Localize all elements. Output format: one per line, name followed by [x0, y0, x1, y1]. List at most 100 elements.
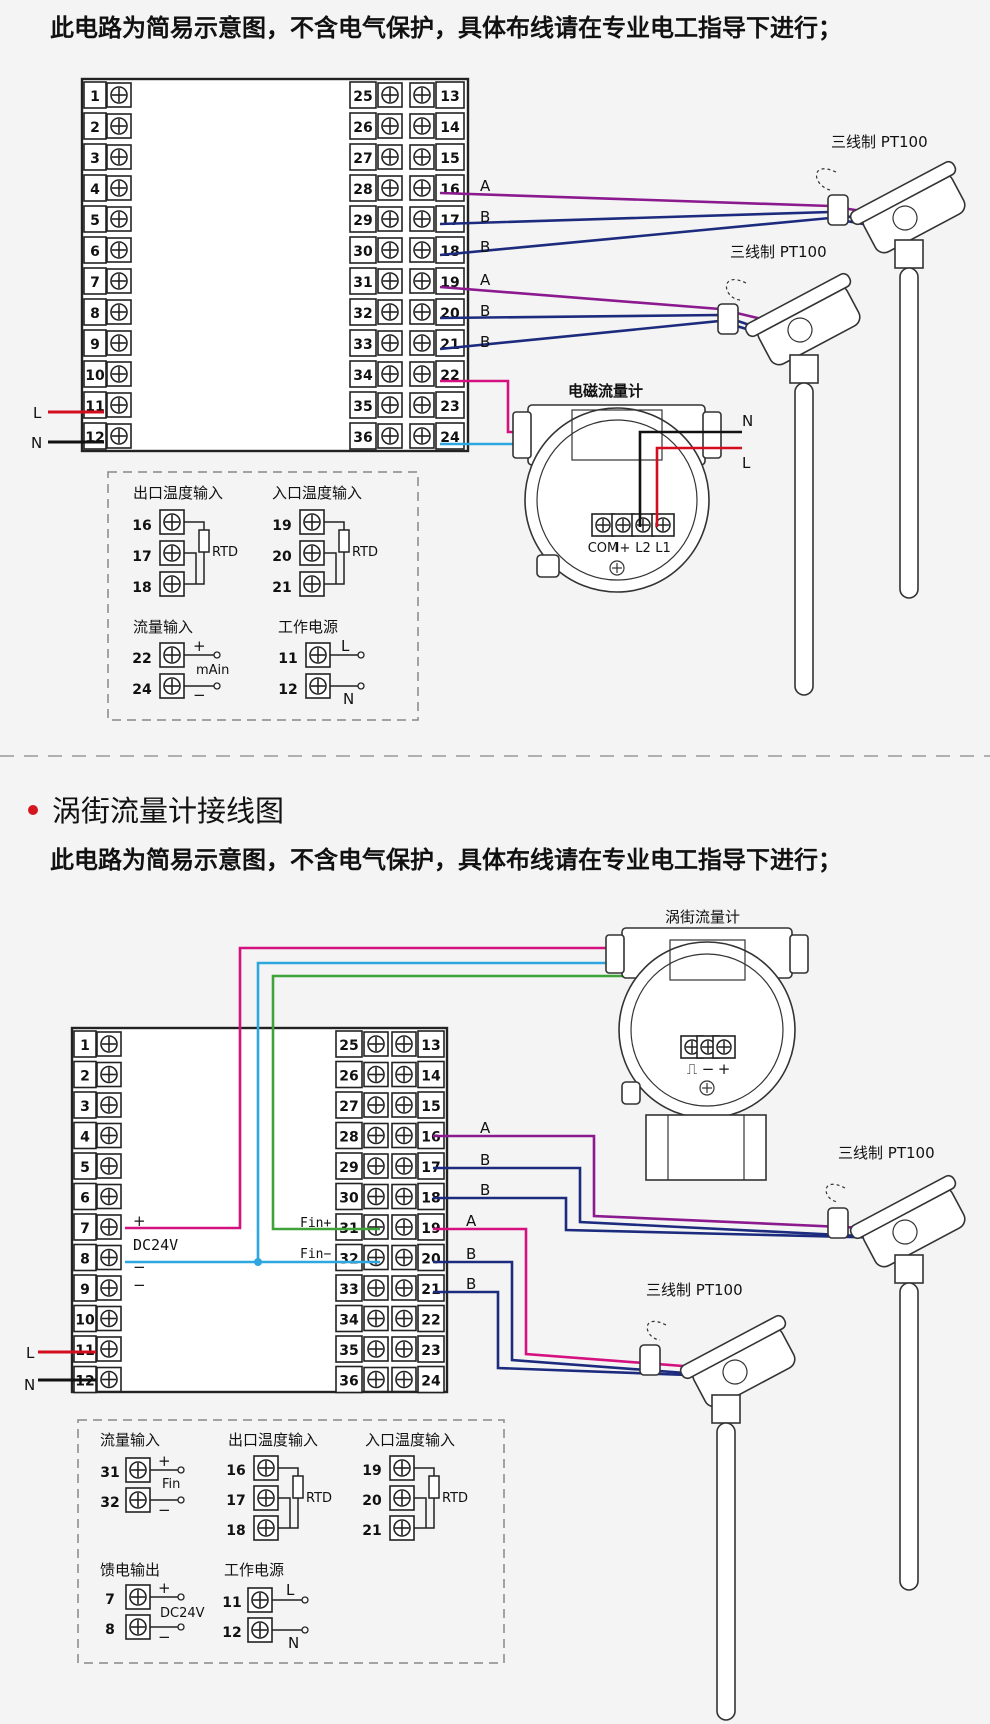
- vortex-terminal-label: ⎍: [687, 1060, 698, 1078]
- legend-terminal-number: 21: [272, 580, 291, 596]
- screw-terminal-icon: [377, 113, 403, 139]
- screw-terminal-icon: [409, 175, 435, 201]
- screw-terminal-icon: [391, 1366, 417, 1393]
- terminal-number-cell: [83, 143, 107, 171]
- pt100-cable-gland-1: [827, 194, 849, 226]
- vortex-terminal-label: −: [702, 1060, 715, 1078]
- pt100-neck-4: [711, 1394, 741, 1424]
- terminal-number: 20: [440, 306, 460, 322]
- screw-terminal-icon: [377, 237, 403, 263]
- terminal-number-cell: [417, 1030, 445, 1058]
- screw-terminal-icon: [391, 1336, 417, 1362]
- controller-body-2: [70, 1026, 449, 1394]
- vortex-title: 涡街流量计: [665, 908, 740, 926]
- screw-terminal-icon: [377, 392, 403, 418]
- flowmeter-terminal-icon: [611, 513, 635, 537]
- screw-terminal-icon: [377, 206, 403, 232]
- label-N-2: N: [24, 1376, 35, 1394]
- rtd-resistor-icon: [292, 1475, 304, 1499]
- screw-terminal-icon: [363, 1092, 389, 1118]
- wire-label-B-4: B: [480, 333, 490, 351]
- flowmeter-N-label: N: [742, 412, 753, 430]
- legend-terminal-number: 31: [100, 1465, 119, 1481]
- terminal-number-cell: [83, 267, 107, 295]
- terminal-number: 17: [440, 213, 459, 229]
- terminal-number: 12: [85, 430, 104, 446]
- terminal-number: 35: [339, 1343, 358, 1359]
- rtd-label: RTD: [352, 545, 378, 560]
- screw-terminal-icon: [96, 1092, 122, 1118]
- legend-terminal-number: 11: [222, 1595, 241, 1611]
- vortex-flowmeter: ⎍−+: [605, 927, 809, 1181]
- legend-out-temp-title: 出口温度输入: [133, 484, 223, 502]
- terminal-number-cell: [335, 1030, 363, 1058]
- terminal-number-cell: [335, 1213, 363, 1241]
- screw-terminal-icon: [409, 299, 435, 325]
- terminal-number: 29: [339, 1160, 358, 1176]
- terminal-number: 10: [75, 1313, 95, 1329]
- screw-terminal-icon: [363, 1153, 389, 1179]
- pt100-sensor-2: [744, 272, 861, 366]
- terminal-number-cell: [335, 1152, 363, 1180]
- terminal-number-cell: [83, 81, 107, 109]
- terminal-number-cell: [73, 1091, 97, 1119]
- terminal-number: 1: [90, 89, 100, 105]
- safety-note-2: 此电路为简易示意图，不含电气保护，具体布线请在专业电工指导下进行；: [50, 846, 842, 874]
- legend-terminal-number: 12: [278, 682, 297, 698]
- pt100-cable-gland-2: [717, 303, 739, 335]
- screw-terminal-icon: [389, 1455, 415, 1481]
- legend-N: N: [343, 690, 354, 708]
- terminal-number: 7: [80, 1221, 90, 1237]
- terminal-number-cell: [335, 1243, 363, 1272]
- terminal-number: 32: [339, 1252, 358, 1268]
- terminal-number-cell: [335, 1274, 363, 1302]
- screw-terminal-icon: [363, 1214, 389, 1240]
- wire2-label-B-3: B: [466, 1245, 476, 1263]
- screw-terminal-icon: [363, 1183, 389, 1210]
- terminal-number: 30: [339, 1191, 359, 1207]
- terminal-number-cell: [435, 81, 465, 109]
- legend-main-label: mAin: [196, 663, 229, 678]
- screw-terminal-icon: [96, 1244, 122, 1271]
- terminal-number-cell: [73, 1121, 97, 1150]
- terminal-number: 16: [440, 182, 459, 198]
- screw-terminal-icon: [299, 571, 325, 597]
- flowmeter-terminal-icon: [591, 513, 615, 537]
- terminal-number-cell: [83, 329, 107, 357]
- legend2-dc24v: DC24V: [160, 1606, 205, 1621]
- terminal-number: 23: [440, 399, 459, 415]
- flowmeter-L-label: L: [742, 454, 751, 472]
- terminal-number-cell: [335, 1121, 363, 1150]
- terminal-number-cell: [335, 1304, 363, 1333]
- terminal-number-cell: [417, 1182, 445, 1211]
- terminal-number-cell: [417, 1243, 445, 1272]
- pt100-label-4: 三线制 PT100: [646, 1281, 743, 1299]
- wire2-label-B-1: B: [480, 1151, 490, 1169]
- terminal-number-cell: [435, 236, 465, 264]
- pt100-sensor-4: [679, 1314, 796, 1408]
- terminal-number-cell: [435, 329, 465, 357]
- legend-minus: −: [193, 686, 206, 704]
- terminal-number: 1: [80, 1038, 90, 1054]
- fin-minus-label: Fin−: [300, 1247, 331, 1262]
- terminal-number-cell: [73, 1243, 97, 1272]
- wire2-A-16: [433, 1134, 911, 1232]
- terminal-number-cell: [83, 174, 107, 202]
- screw-terminal-icon: [363, 1122, 389, 1149]
- terminal-number: 16: [421, 1130, 440, 1146]
- screw-terminal-icon: [106, 392, 132, 418]
- legend-terminal-number: 12: [222, 1625, 241, 1641]
- terminal-number: 32: [353, 306, 372, 322]
- pt100-neck-3: [894, 1254, 924, 1284]
- terminal-number-cell: [73, 1304, 97, 1333]
- rtd-lead: [324, 552, 337, 584]
- screw-terminal-icon: [409, 144, 435, 170]
- terminal-number-cell: [349, 422, 377, 450]
- terminal-number: 4: [80, 1130, 90, 1146]
- pt100-probe-1: [899, 267, 919, 599]
- screw-terminal-icon: [106, 237, 132, 263]
